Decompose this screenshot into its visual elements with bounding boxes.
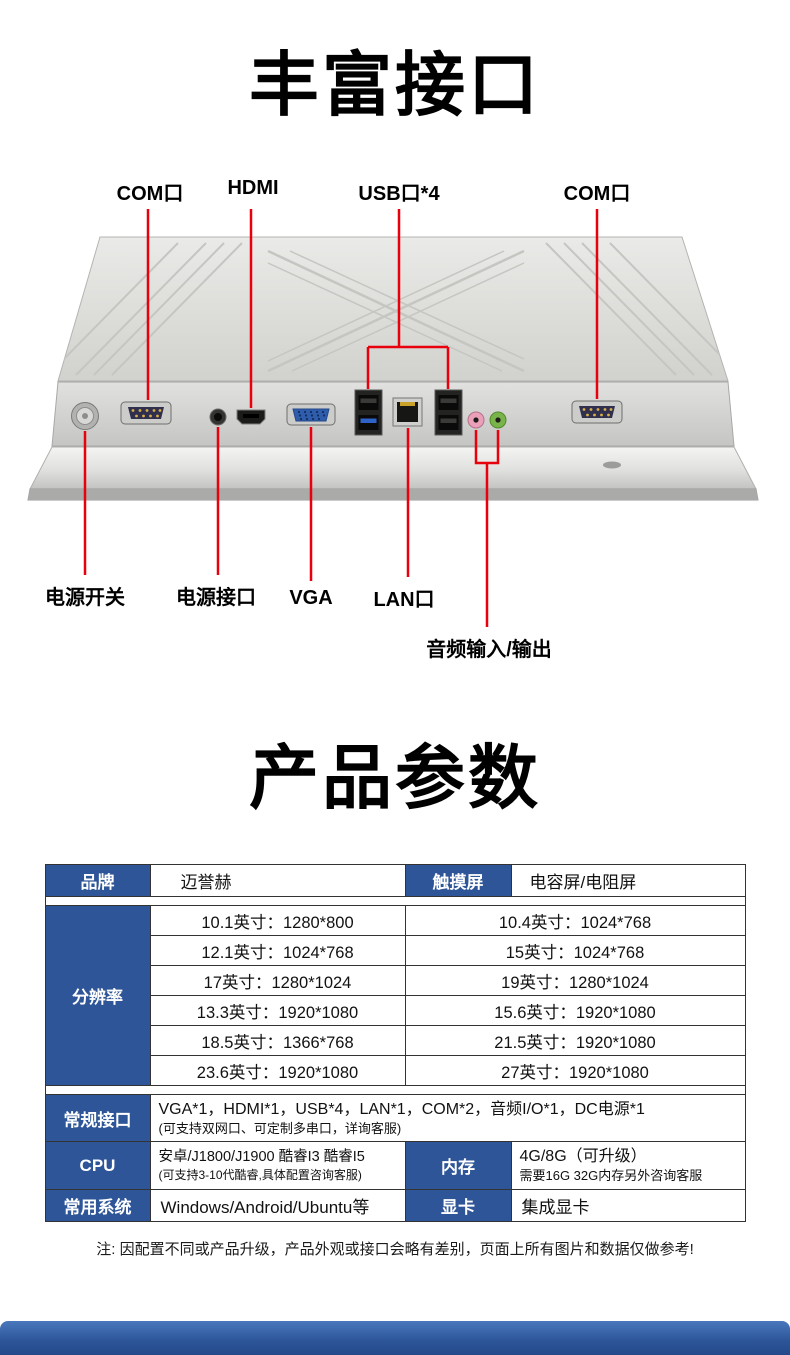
device-rear-view [27,209,759,627]
usb-ports-right [434,389,463,436]
com-port-right [571,400,623,424]
resolution-header: 分辨率 [44,905,151,1086]
audio-in-out-ports [467,411,507,429]
label-power-switch: 电源开关 [45,587,125,609]
ports-diagram: COM口 HDMI USB口*4 COM口 电源开关 电源接口 VGA LAN口… [0,169,790,689]
hdmi-port [236,409,266,425]
resolution-cell: 19英寸：1280*1024 [404,965,746,996]
gpu-value: 集成显卡 [510,1188,746,1222]
footer-note: 注: 因配置不同或产品升级，产品外观或接口会略有差别，页面上所有图片和数据仅做参… [96,1240,694,1258]
memory-line2: 需要16G 32G内存另外咨询客服 [519,1168,703,1184]
cpu-value: 安卓/J1800/J1900 酷睿I3 酷睿I5 (可支持3-10代酷睿,具体配… [149,1141,406,1190]
brand-value: 迈誉赫 [149,864,406,897]
vga-port [286,403,336,426]
lan-port [392,397,423,427]
resolution-cell: 23.6英寸：1920*1080 [149,1055,406,1086]
section-title-specs: 产品参数 [249,739,541,817]
callout-lines [83,209,599,627]
touchscreen-value: 电容屏/电阻屏 [510,864,746,897]
spec-table: 品牌 迈誉赫 触摸屏 电容屏/电阻屏 分辨率 10.1英寸：1280*800 1… [44,864,746,1222]
usb-ports-left [354,389,383,436]
ports-line1: VGA*1，HDMI*1，USB*4，LAN*1，COM*2，音频I/O*1，D… [158,1101,645,1118]
cpu-header: CPU [44,1141,151,1190]
memory-value: 4G/8G（可升级） 需要16G 32G内存另外咨询客服 [510,1141,746,1190]
resolution-cell: 21.5英寸：1920*1080 [404,1025,746,1056]
device-bottom-bezel [27,446,759,501]
resolution-cell: 17英寸：1280*1024 [149,965,406,996]
os-value: Windows/Android/Ubuntu等 [149,1188,406,1222]
label-com-port-right: COM口 [563,183,631,205]
table-spacer-row [44,1085,746,1095]
dc-power-port [209,408,227,426]
label-com-port-left: COM口 [116,183,184,205]
resolution-cell: 18.5英寸：1366*768 [149,1025,406,1056]
brand-header: 品牌 [44,864,151,897]
resolution-cell: 10.4英寸：1024*768 [404,905,746,936]
os-header: 常用系统 [44,1188,151,1222]
resolution-cell: 12.1英寸：1024*768 [149,935,406,966]
label-audio-ports: 音频输入/输出 [426,639,552,661]
ports-line2: (可支持双网口、可定制多串口，详询客服) [158,1120,402,1136]
label-power-jack: 电源接口 [176,587,256,609]
power-switch-port [71,402,99,430]
resolution-cell: 15.6英寸：1920*1080 [404,995,746,1026]
standard-ports-header: 常规接口 [44,1093,151,1143]
cpu-line1: 安卓/J1800/J1900 酷睿I3 酷睿I5 [158,1149,365,1166]
resolution-cell: 13.3英寸：1920*1080 [149,995,406,1026]
label-vga-port: VGA [289,587,333,609]
label-lan-port: LAN口 [373,589,435,611]
section-title-interfaces: 丰富接口 [249,46,541,124]
resolution-cell: 10.1英寸：1280*800 [149,905,406,936]
bottom-section-bar [0,1321,790,1355]
com-port-left [120,401,172,425]
touchscreen-header: 触摸屏 [404,864,512,897]
resolution-cell: 15英寸：1024*768 [404,935,746,966]
gpu-header: 显卡 [404,1188,512,1222]
standard-ports-value: VGA*1，HDMI*1，USB*4，LAN*1，COM*2，音频I/O*1，D… [149,1093,746,1143]
memory-header: 内存 [404,1141,512,1190]
resolution-cell: 27英寸：1920*1080 [404,1055,746,1086]
label-hdmi-port: HDMI [227,177,279,199]
label-usb-ports: USB口*4 [358,183,440,205]
table-spacer-row [44,896,746,906]
device-top-surface [57,236,729,382]
cpu-line2: (可支持3-10代酷睿,具体配置咨询客服) [158,1167,362,1182]
memory-line1: 4G/8G（可升级） [519,1148,647,1166]
